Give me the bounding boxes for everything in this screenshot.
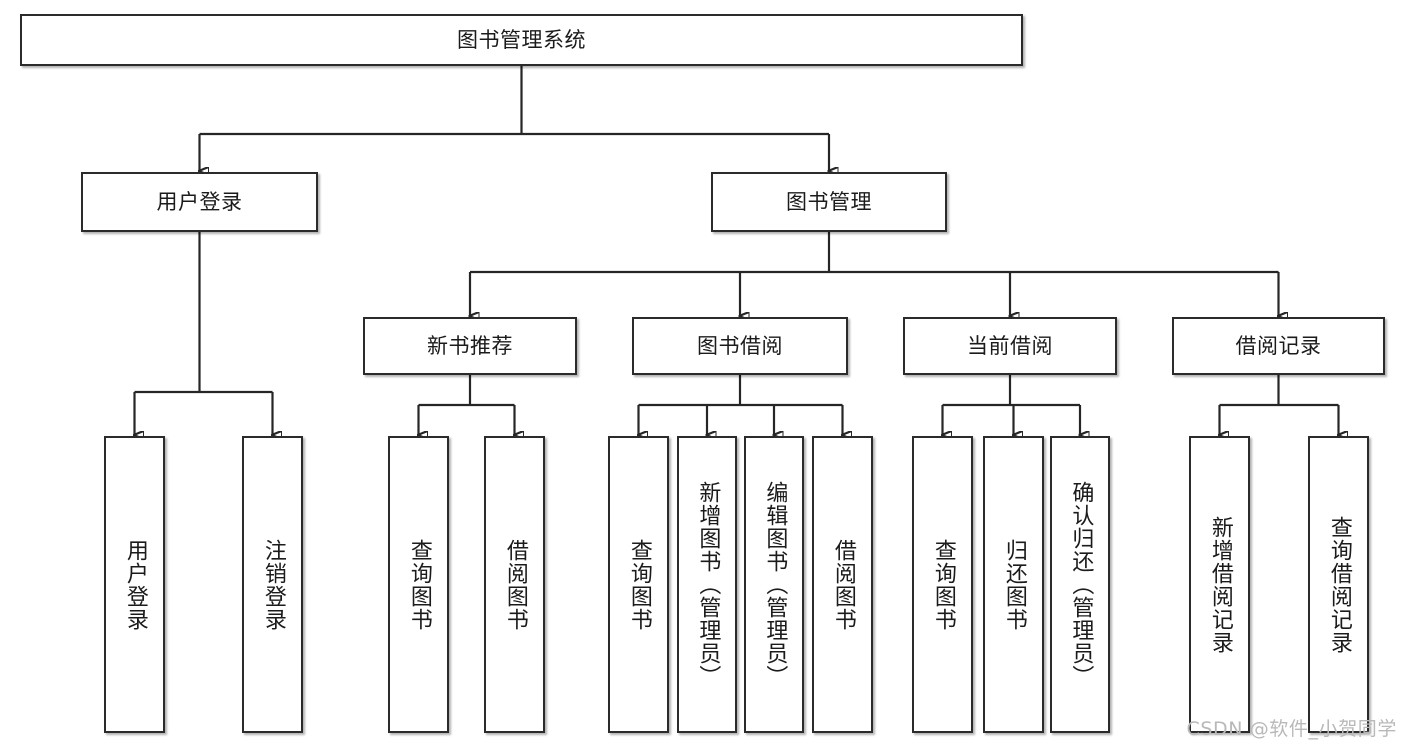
node-label: 用户登录 (122, 538, 148, 631)
node-label: 查询图书 (930, 538, 956, 631)
node-label: 当前借阅 (967, 333, 1053, 358)
node-box[interactable]: 当前借阅 (903, 317, 1117, 375)
node-label: 图书管理 (786, 189, 872, 214)
node-label: 借阅图书 (502, 538, 528, 631)
node-box[interactable]: 图书管理 (711, 172, 947, 232)
node-box[interactable]: 新增图书（管理员） (677, 436, 737, 733)
node-box[interactable]: 查询图书 (608, 436, 669, 733)
node-box[interactable]: 借阅图书 (812, 436, 873, 733)
node-box[interactable]: 编辑图书（管理员） (744, 436, 804, 733)
node-box[interactable]: 查询图书 (912, 436, 973, 733)
node-label: 新增借阅记录 (1207, 515, 1233, 654)
node-box[interactable]: 新书推荐 (363, 317, 577, 375)
node-box[interactable]: 借阅记录 (1172, 317, 1385, 375)
node-label: 图书借阅 (697, 333, 783, 358)
node-box[interactable]: 新增借阅记录 (1189, 436, 1250, 733)
edges (135, 66, 1339, 435)
watermark: CSDN @软件_小贺同学 (1186, 718, 1397, 740)
node-label: 借阅图书 (830, 538, 856, 631)
node-box[interactable]: 归还图书 (983, 436, 1044, 733)
node-label: 查询图书 (626, 538, 652, 631)
node-box[interactable]: 注销登录 (242, 436, 303, 733)
node-box[interactable]: 图书管理系统 (20, 14, 1023, 66)
node-box[interactable]: 用户登录 (81, 172, 318, 232)
node-label: 查询图书 (406, 538, 432, 631)
node-box[interactable]: 图书借阅 (632, 317, 848, 375)
node-label: 新书推荐 (427, 333, 513, 358)
node-label: 新增图书（管理员） (695, 481, 721, 688)
node-label: 用户登录 (156, 189, 243, 214)
node-label: 编辑图书（管理员） (762, 481, 788, 688)
node-box[interactable]: 用户登录 (104, 436, 165, 733)
node-box[interactable]: 查询借阅记录 (1308, 436, 1369, 733)
node-label: 归还图书 (1001, 538, 1027, 631)
node-label: 注销登录 (260, 538, 286, 631)
node-box[interactable]: 查询图书 (388, 436, 449, 733)
node-label: 图书管理系统 (457, 27, 586, 52)
node-label: 借阅记录 (1235, 333, 1322, 358)
node-label: 确认归还（管理员） (1068, 481, 1094, 688)
node-label: 查询借阅记录 (1326, 515, 1352, 654)
node-box[interactable]: 确认归还（管理员） (1050, 436, 1110, 733)
node-box[interactable]: 借阅图书 (484, 436, 545, 733)
